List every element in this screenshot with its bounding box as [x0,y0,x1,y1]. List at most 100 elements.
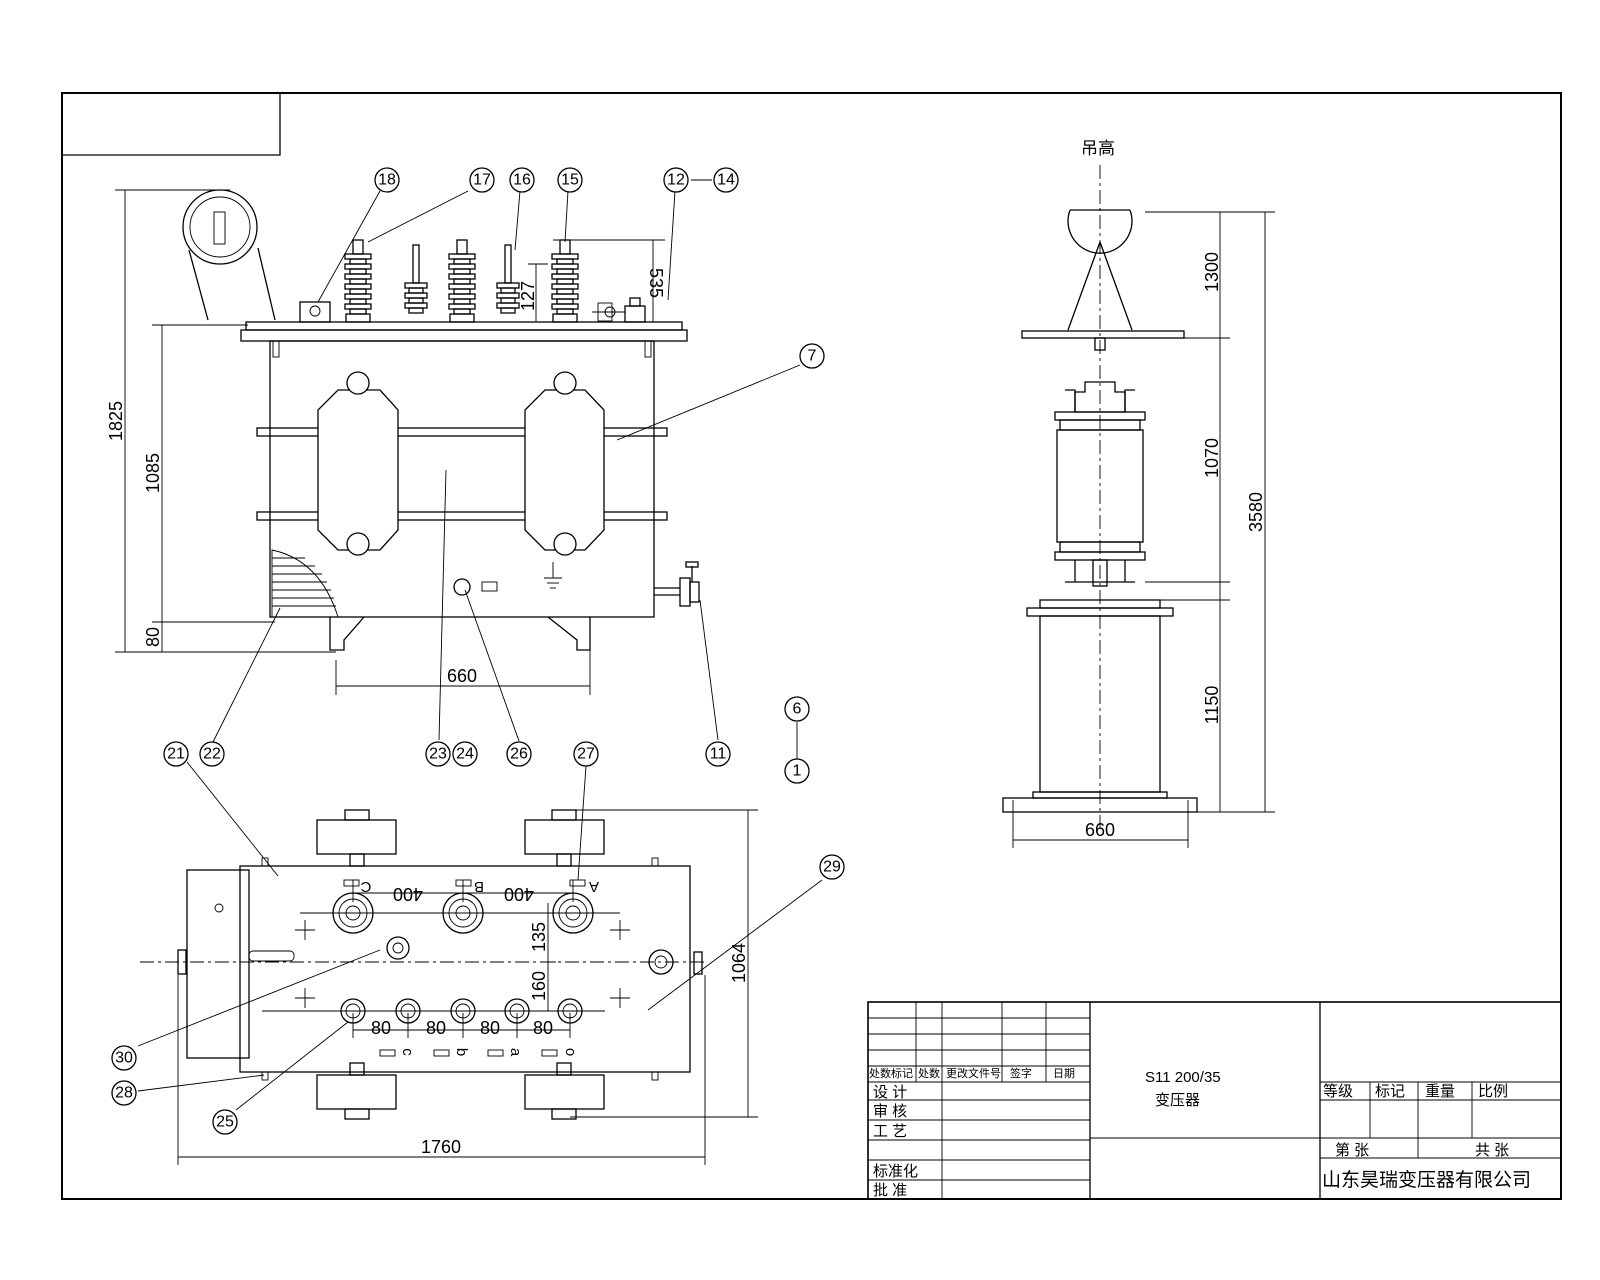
tb-header-docno: 更改文件号 [946,1066,1001,1080]
top-bushings [332,892,594,1024]
svg-text:7: 7 [808,348,817,365]
balloon-29: 29 [819,854,845,880]
pressure-relief [592,297,646,323]
svg-text:28: 28 [115,1085,133,1102]
dim-bushing-gap: 127 [518,281,538,311]
base-foot-right [547,616,591,651]
balloon-17: 17 [469,167,495,193]
balloon-12: 12 [663,167,689,193]
svg-text:23: 23 [429,746,447,763]
cover-flange [240,329,688,342]
front-view [182,189,700,651]
balloon-25: 25 [212,1109,238,1135]
svg-text:25: 25 [216,1114,234,1131]
svg-text:6: 6 [793,701,802,718]
balloon-21: 21 [163,741,189,767]
tb-grade: 等级 [1323,1082,1353,1100]
svg-text:17: 17 [473,172,491,189]
dim-base-height: 80 [143,627,163,647]
lv-label-c: c [399,1048,416,1056]
lv-label-a: a [507,1048,524,1057]
top-view [140,809,705,1120]
dim-lift-height: 1300 [1202,252,1222,292]
dim-row-gap: 135 [529,922,549,952]
balloon-26: 26 [506,741,532,767]
ground-symbol [544,562,562,589]
balloon-11: 11 [705,741,731,767]
tb-scale: 比例 [1478,1083,1508,1100]
svg-text:27: 27 [577,746,595,763]
dim-bushing-height: 535 [646,268,666,298]
dim-side-total: 3580 [1246,492,1266,532]
dim-hv-spacing-1: 400 [393,884,423,904]
tb-header-date: 日期 [1053,1067,1075,1080]
balloon-24: 24 [452,741,478,767]
lv-label-o: o [562,1048,579,1056]
tb-header-mark: 处数标记 [869,1066,913,1080]
title-block: 处数标记 处数 更改文件号 签字 日期 设 计 审 核 工 艺 标准化 批 准 … [867,1001,1562,1200]
svg-text:30: 30 [115,1050,133,1067]
tb-sheet-total: 共 张 [1475,1142,1509,1159]
balloon-23: 23 [425,741,451,767]
radiator-tops [316,809,605,1120]
tb-weight: 重量 [1425,1083,1455,1100]
lifting-height-label: 吊高 [1081,139,1115,158]
sheet-border [61,92,1562,1200]
tb-header-count: 处数 [918,1067,940,1080]
model-name: 变压器 [1155,1092,1200,1109]
cover-bolts [272,340,652,358]
top-cover-outline [239,865,691,1073]
clamp-beam-upper [256,427,668,437]
tb-header-sign: 签字 [1010,1066,1032,1080]
dim-core-height: 1070 [1202,438,1222,478]
front-dimension-lines [115,189,665,695]
tb-mark: 标记 [1375,1083,1405,1100]
leader-lines [137,179,823,1111]
top-dimension-lines [177,809,758,1165]
balloon-16: 16 [509,167,535,193]
cover-bolts-top [261,857,659,1081]
nameplate-hatch [271,549,339,618]
tank-body [269,340,655,618]
model-number: S11 200/35 [1145,1069,1221,1086]
drain-valve [654,561,700,607]
base-foot-left [329,616,365,651]
radiator-right [524,371,605,556]
dim-lv-spacing-1: 80 [371,1018,391,1038]
svg-text:16: 16 [513,172,531,189]
clamp-beam-lower [256,511,668,521]
lifting-lug [299,301,331,323]
dim-lv-spacing-4: 80 [533,1018,553,1038]
dim-base-width: 660 [447,666,477,686]
tb-role-approve: 批 准 [873,1182,907,1199]
balloon-15: 15 [557,167,583,193]
dim-lv-gap: 160 [529,971,549,1001]
hv-bushing-front-2 [448,239,476,323]
lv-label-b: b [453,1048,470,1056]
svg-text:15: 15 [561,172,579,189]
tank-cover [245,321,683,331]
company-name: 山东昊瑞变压器有限公司 [1322,1169,1531,1191]
tb-role-standard: 标准化 [873,1163,918,1180]
lv-bushing-front-2 [496,244,520,314]
balloon-1: 1 [784,758,810,784]
part-balloons: 18 17 16 15 12 14 7 6 1 21 22 23 24 26 2… [111,167,845,1135]
lifting-sling [1067,241,1133,331]
tb-role-design: 设 计 [873,1084,907,1101]
svg-text:21: 21 [167,746,185,763]
bushing-tags [343,879,586,1057]
svg-text:14: 14 [717,172,735,189]
hv-bushing-front-1 [344,239,372,323]
svg-text:24: 24 [456,746,474,763]
balloon-30: 30 [111,1045,137,1071]
dim-side-width: 660 [1085,820,1115,840]
hv-label-a: A [589,878,599,895]
dim-side-tank: 1150 [1202,686,1222,725]
oil-sampler [453,578,471,596]
lifting-beam [1021,330,1185,339]
tb-role-process: 工 艺 [873,1123,907,1140]
side-view [1002,165,1198,830]
dim-top-width: 1760 [421,1137,461,1157]
